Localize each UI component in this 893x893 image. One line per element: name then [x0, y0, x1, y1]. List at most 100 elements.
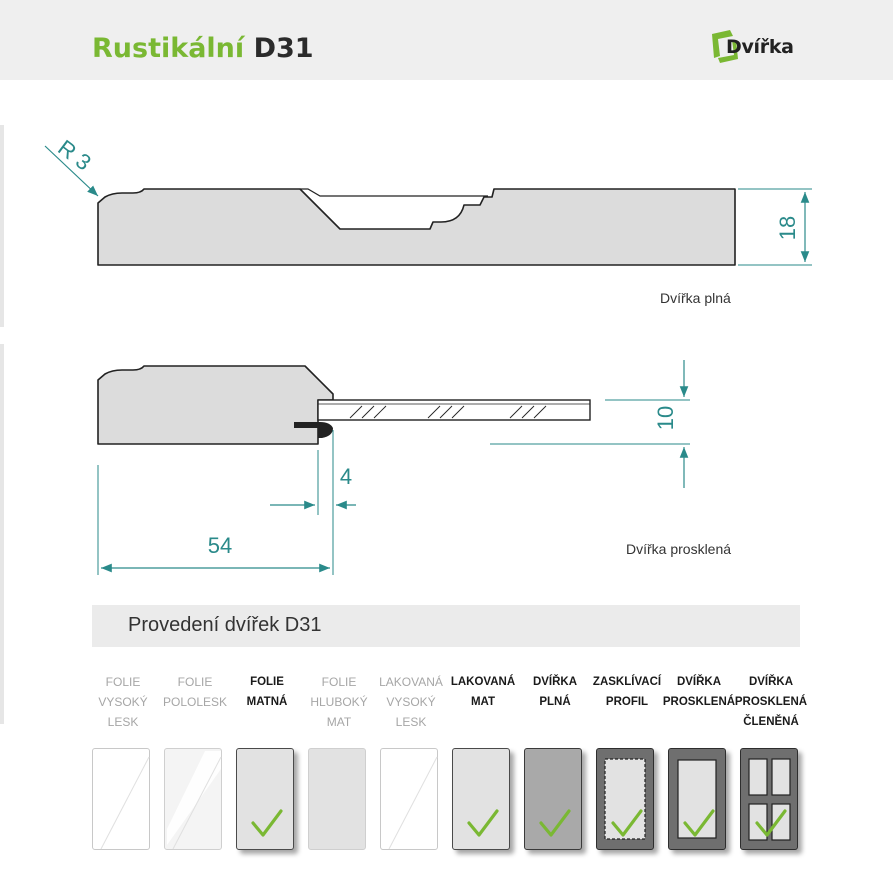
radius-label: R 3: [53, 135, 95, 176]
variant-label-line: LESK: [107, 715, 139, 729]
variant-card-artwork: [95, 751, 150, 850]
logo-text: Dvířka: [726, 36, 794, 58]
variant-card-artwork: [467, 809, 499, 837]
checkmark-icon: [251, 809, 283, 837]
variant-label: FOLIE VYSOKÝ LESK: [79, 672, 167, 732]
title-model: D31: [253, 33, 314, 64]
variant-card[interactable]: [380, 748, 438, 850]
variant-card[interactable]: [668, 748, 726, 850]
variant-item[interactable]: DVÍŘKA PLNÁ: [524, 672, 586, 850]
variant-label-line: PROFIL: [605, 696, 649, 708]
variant-card[interactable]: [236, 748, 294, 850]
variant-card[interactable]: [524, 748, 582, 850]
variant-card[interactable]: [740, 748, 798, 850]
glass-pane: [748, 758, 768, 796]
variant-item[interactable]: FOLIE VYSOKÝ LESK: [92, 672, 154, 850]
variant-card-artwork: [677, 759, 717, 839]
variant-label-line: FOLIE: [105, 675, 141, 689]
rebate-label: 4: [340, 464, 352, 489]
glass-pane: [771, 758, 791, 796]
variant-label-line: FOLIE: [321, 675, 357, 689]
variant-card-artwork: [251, 809, 283, 837]
green-bracket-logo-icon: [712, 30, 738, 63]
variant-label-line: DVÍŘKA: [748, 676, 794, 688]
variant-card-artwork: [604, 758, 646, 840]
variant-item[interactable]: FOLIE HLUBOKÝ MAT: [308, 672, 370, 850]
variant-card[interactable]: [596, 748, 654, 850]
variant-label-line: POLOLESK: [162, 695, 228, 709]
variant-item[interactable]: ZASKLÍVACÍ PROFIL: [593, 672, 661, 850]
page-title: Rustikální D31: [92, 32, 314, 66]
variant-label-line: LAKOVANÁ: [379, 675, 443, 689]
variant-label-line: LAKOVANÁ: [450, 676, 516, 688]
gloss-edge: [388, 756, 438, 850]
variant-label: FOLIE MATNÁ: [223, 672, 311, 712]
caption-glazed-door: Dvířka prosklená: [626, 541, 732, 557]
profile-drawings: R 3 18 10 4 54: [44, 135, 812, 575]
variant-label: ZASKLÍVACÍ PROFIL: [583, 672, 671, 712]
gloss-edge: [172, 756, 222, 850]
variant-label-line: FOLIE: [250, 676, 284, 688]
glass-thickness-label: 10: [653, 406, 678, 430]
variant-card[interactable]: [164, 748, 222, 850]
left-edge-bar-bottom: [0, 344, 4, 724]
variant-label-line: PROSKLENÁ: [662, 696, 736, 708]
caption-solid-door: Dvířka plná: [660, 290, 731, 306]
variant-label-line: HLUBOKÝ: [310, 695, 368, 709]
variant-card[interactable]: [452, 748, 510, 850]
variant-item[interactable]: LAKOVANÁ VYSOKÝ LESK: [379, 672, 443, 850]
variant-item[interactable]: FOLIE MATNÁ: [236, 672, 298, 850]
variant-label-line: FOLIE: [177, 675, 213, 689]
variant-label-line: MATNÁ: [246, 696, 288, 708]
variant-label: DVÍŘKA PROSKLENÁ ČLENĚNÁ: [727, 672, 815, 732]
checkmark-icon: [683, 809, 715, 837]
checkmark-icon: [611, 809, 643, 837]
brand-logo[interactable]: Dvířka: [708, 28, 804, 66]
glazing-profile-frame: [604, 758, 646, 840]
variant-label-line: DVÍŘKA: [532, 676, 578, 688]
variant-card-artwork: [748, 758, 791, 841]
variant-card-artwork: [309, 749, 367, 851]
glass-pane: [771, 803, 791, 841]
checkmark-icon: [467, 809, 499, 837]
variant-label: LAKOVANÁ VYSOKÝ LESK: [367, 672, 455, 732]
variant-label-line: VYSOKÝ: [98, 695, 148, 709]
header-band: Rustikální D31 Dvířka: [0, 0, 893, 80]
variant-label-line: ZASKLÍVACÍ: [592, 676, 662, 688]
variant-item[interactable]: LAKOVANÁ MAT: [451, 672, 515, 850]
checkmark-icon: [755, 809, 787, 837]
thickness-label: 18: [775, 216, 800, 240]
variant-item[interactable]: FOLIE POLOLESK: [163, 672, 227, 850]
checkmark-icon: [539, 809, 571, 837]
variant-label-line: ČLENĚNÁ: [743, 716, 799, 728]
profile-solid-door: [44, 145, 812, 266]
variant-label-line: MAT: [470, 696, 496, 708]
variant-label-line: PLNÁ: [539, 696, 571, 708]
variant-label: FOLIE POLOLESK: [151, 672, 239, 712]
gloss-reflection: [167, 751, 221, 845]
variant-label: FOLIE HLUBOKÝ MAT: [295, 672, 383, 732]
variant-card[interactable]: [92, 748, 150, 850]
left-edge-bar-top: [0, 125, 4, 327]
variant-card-artwork: [539, 809, 571, 837]
variant-label-line: MAT: [326, 715, 352, 729]
variants-section-header: Provedení dvířek D31: [92, 605, 800, 647]
gloss-reflection: [383, 751, 437, 845]
variant-label-line: PROSKLENÁ: [734, 696, 808, 708]
variant-label: LAKOVANÁ MAT: [439, 672, 527, 712]
variant-card-artwork: [383, 751, 438, 850]
variant-label-line: VYSOKÝ: [386, 695, 436, 709]
width-label: 54: [208, 533, 232, 558]
gloss-reflection: [95, 751, 149, 845]
variant-item[interactable]: DVÍŘKA PROSKLENÁ ČLENĚNÁ: [735, 672, 807, 850]
gloss-edge: [100, 756, 150, 850]
variant-card[interactable]: [308, 748, 366, 850]
variant-label: DVÍŘKA PLNÁ: [511, 672, 599, 712]
variant-card-artwork: [167, 751, 222, 850]
variant-label-line: LESK: [395, 715, 427, 729]
profile-glazed-door: [97, 360, 690, 575]
variants-section-title: Provedení dvířek D31: [128, 614, 322, 636]
